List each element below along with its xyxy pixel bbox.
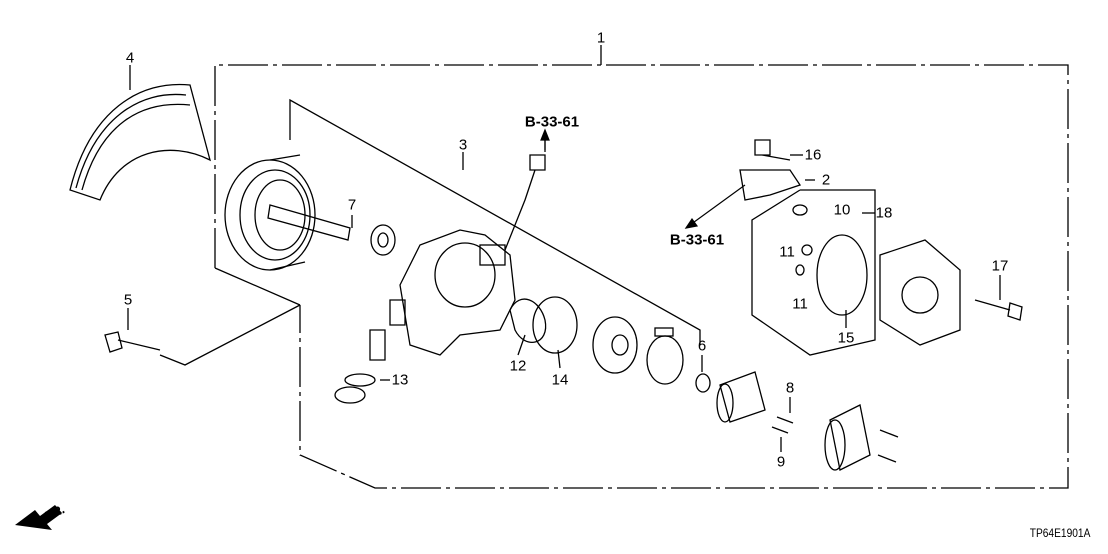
callout-10: 10	[833, 201, 851, 219]
reference-b-33-61-bottom[interactable]: B-33-61	[669, 231, 725, 249]
outer-ring	[829, 404, 871, 471]
bearing	[370, 224, 396, 256]
diagram-code: TP64E1901A	[1029, 526, 1090, 540]
callout-14: 14	[551, 371, 569, 389]
callout-7: 7	[347, 196, 357, 214]
callout-9: 9	[776, 453, 786, 471]
cam-ring	[719, 371, 766, 423]
callout-17: 17	[991, 257, 1009, 275]
callout-5: 5	[123, 291, 133, 309]
drive-belt	[69, 83, 211, 201]
callout-6: 6	[697, 337, 707, 355]
assembly-frame	[214, 64, 1069, 489]
o-ring-14	[532, 296, 578, 354]
o-ring-15	[816, 234, 868, 316]
callout-12: 12	[509, 357, 527, 375]
callout-18: 18	[875, 204, 893, 222]
port-fitting	[739, 169, 802, 201]
pulley	[224, 159, 316, 271]
gasket	[509, 298, 547, 343]
reference-b-33-61-top[interactable]: B-33-61	[524, 113, 580, 131]
callout-13: 13	[391, 371, 409, 389]
callout-2: 2	[821, 171, 831, 189]
pump-housing	[399, 229, 516, 356]
rear-cover	[879, 239, 961, 346]
callout-11a: 11	[779, 243, 795, 261]
bolt-5	[104, 331, 161, 353]
callout-3: 3	[458, 136, 468, 154]
callout-16: 16	[804, 146, 822, 164]
callout-1: 1	[596, 29, 606, 47]
shaft	[267, 204, 351, 241]
callout-8: 8	[785, 379, 795, 397]
side-plate	[592, 316, 638, 374]
callout-4: 4	[125, 49, 135, 67]
rotor	[646, 335, 684, 385]
callout-15: 15	[837, 329, 855, 347]
front-arrow-icon	[15, 505, 62, 530]
callout-11b: 11	[792, 295, 808, 313]
